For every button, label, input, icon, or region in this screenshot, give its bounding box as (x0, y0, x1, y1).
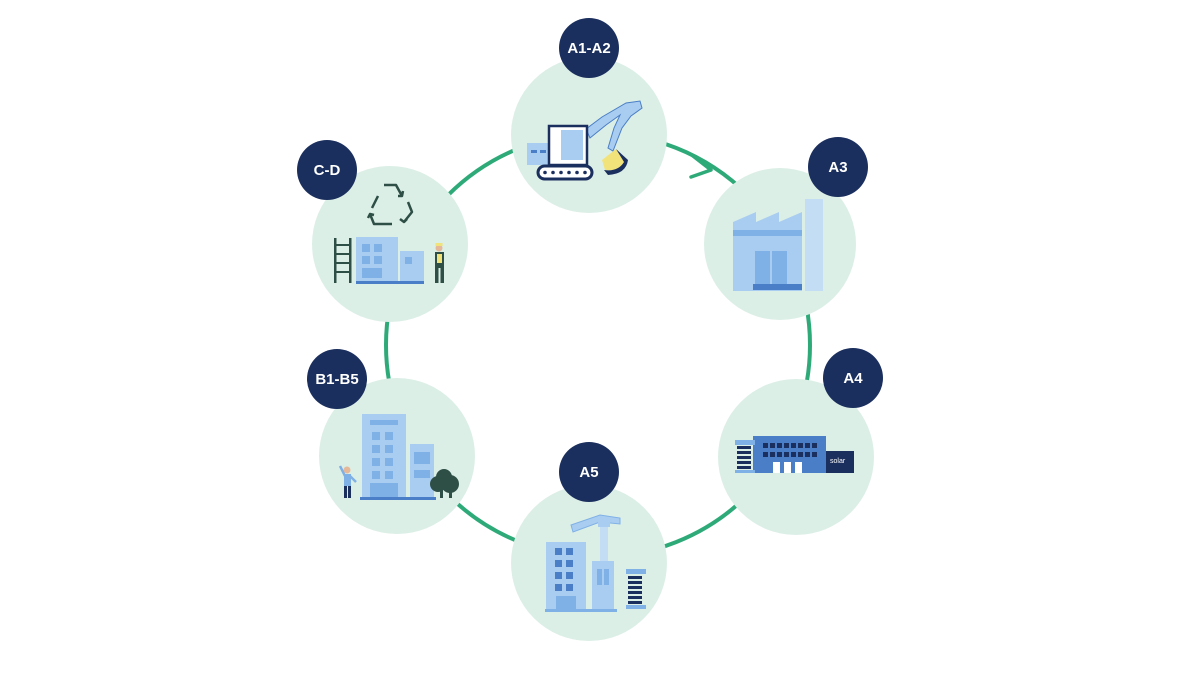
construction-site-icon (545, 514, 646, 612)
stage-label: C-D (314, 162, 341, 179)
recycle-icon (366, 183, 414, 226)
stage-a5: A5 (511, 442, 667, 641)
ladder-icon (334, 238, 352, 283)
stage-badge (559, 442, 619, 502)
stage-label: B1-B5 (315, 371, 358, 388)
stage-circle (511, 485, 667, 641)
person-waving-icon (338, 465, 357, 498)
stage-a4: solar A4 (718, 348, 883, 535)
stage-label: A1-A2 (567, 40, 610, 57)
recycling-demolition-icon (334, 183, 444, 284)
stage-badge (823, 348, 883, 408)
stage-badge (297, 140, 357, 200)
stage-a3: A3 (704, 137, 868, 320)
warehouse-sign-text: solar (830, 458, 846, 465)
construction-worker-icon (435, 243, 444, 283)
stage-badge (559, 18, 619, 78)
factory-icon (733, 199, 823, 291)
stage-label: A3 (828, 159, 847, 176)
excavator-icon (527, 100, 643, 181)
stage-c-d: C-D (297, 140, 468, 322)
stage-badge (307, 349, 367, 409)
direction-arrow-icon (689, 154, 713, 179)
stage-badge (808, 137, 868, 197)
stage-label: A5 (579, 464, 598, 481)
transport-warehouse-icon: solar (735, 436, 854, 473)
stage-label: A4 (843, 370, 863, 387)
stage-a1-a2: A1-A2 (511, 18, 667, 213)
stage-b1-b5: B1-B5 (307, 349, 475, 534)
building-in-use-icon (338, 414, 459, 500)
